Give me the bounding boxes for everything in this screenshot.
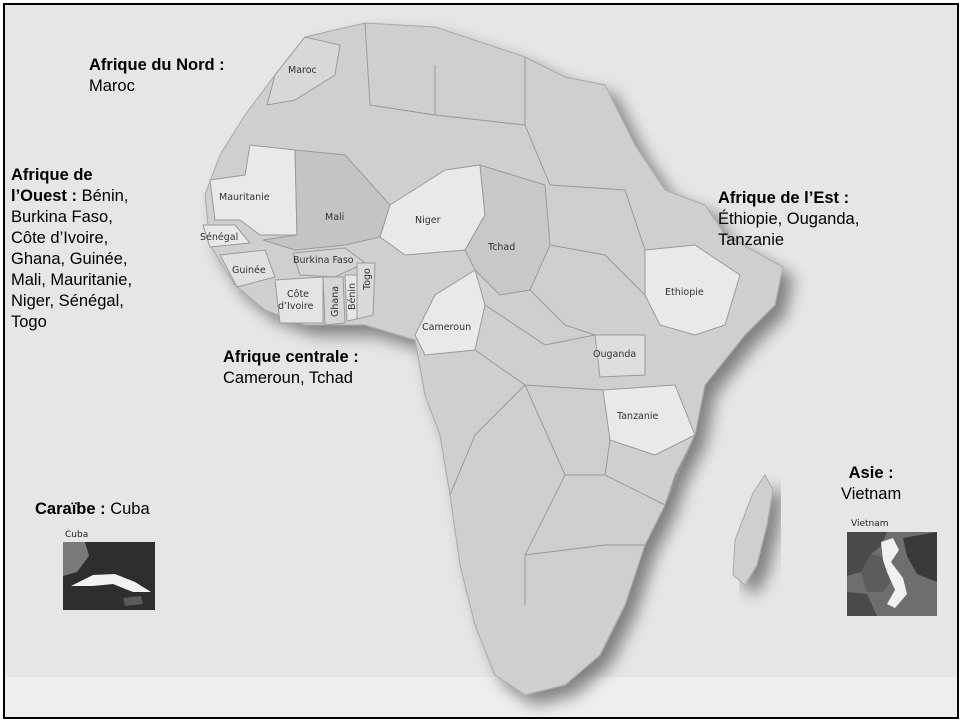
map-label-burkina: Burkina Faso: [293, 255, 354, 266]
region-asie: Asie : Vietnam: [841, 463, 901, 505]
map-label-maroc: Maroc: [288, 65, 317, 76]
map-label-mali: Mali: [325, 212, 344, 223]
map-label-cote-1: Côte: [287, 289, 309, 300]
africa-map: Maroc Mauritanie Mali Niger Sénégal Burk…: [200, 22, 784, 696]
map-frame: Maroc Mauritanie Mali Niger Sénégal Burk…: [3, 3, 959, 719]
region-afrique-ouest-country-4: Ghana, Guinée,: [11, 250, 128, 268]
map-label-senegal: Sénégal: [200, 232, 238, 243]
inset-vietnam-label: Vietnam: [851, 519, 889, 529]
region-afrique-ouest-country-7: Togo: [11, 313, 47, 331]
benin-shape: [356, 262, 376, 320]
cote-ivoire-shape: [274, 276, 324, 324]
region-afrique-ouest: Afrique de l’Ouest : Bénin, Burkina Faso…: [11, 165, 132, 333]
mali-shape: [262, 149, 391, 251]
region-afrique-ouest-country-1: Bénin,: [77, 187, 129, 205]
map-label-niger: Niger: [415, 215, 441, 226]
ghana-shape: [322, 276, 346, 326]
guinee-shape: [219, 249, 276, 288]
country-borders: [364, 22, 696, 605]
ouganda-shape: [594, 334, 646, 378]
region-afrique-est-title: Afrique de l’Est :: [718, 189, 850, 207]
tchad-shape: [464, 164, 551, 296]
map-label-tchad: Tchad: [487, 242, 515, 253]
bottom-band: [5, 677, 957, 717]
region-caraibe-countries: Cuba: [105, 500, 150, 518]
maroc-shape: [266, 36, 341, 106]
region-afrique-est: Afrique de l’Est : Éthiopie, Ouganda, Ta…: [718, 188, 859, 251]
map-label-cote-2: d’Ivoire: [278, 301, 314, 312]
map-label-togo: Togo: [362, 268, 373, 291]
region-caraibe: Caraïbe : Cuba: [35, 499, 150, 520]
region-afrique-centrale-title: Afrique centrale :: [223, 348, 359, 366]
map-label-mauritanie: Mauritanie: [219, 192, 270, 203]
region-afrique-nord: Afrique du Nord : Maroc: [89, 55, 225, 97]
region-afrique-nord-countries: Maroc: [89, 77, 135, 95]
senegal-shape: [202, 224, 251, 248]
map-label-ouganda: Ouganda: [593, 349, 636, 360]
region-afrique-centrale-countries: Cameroun, Tchad: [223, 369, 353, 387]
madagascar: [732, 474, 774, 586]
map-label-tanzanie: Tanzanie: [616, 411, 659, 422]
region-afrique-ouest-country-6: Niger, Sénégal,: [11, 292, 124, 310]
region-afrique-ouest-country-3: Côte d’Ivoire,: [11, 229, 109, 247]
region-asie-countries: Vietnam: [841, 485, 902, 503]
region-afrique-est-countries-1: Éthiopie, Ouganda,: [718, 210, 860, 228]
map-label-cameroun: Cameroun: [422, 322, 471, 333]
region-afrique-nord-title: Afrique du Nord :: [89, 56, 225, 74]
inset-vietnam-map: [847, 532, 937, 616]
region-caraibe-title: Caraïbe :: [35, 500, 106, 518]
region-afrique-ouest-country-5: Mali, Mauritanie,: [11, 271, 133, 289]
region-afrique-centrale: Afrique centrale : Cameroun, Tchad: [223, 347, 359, 389]
map-label-benin: Bénin: [347, 283, 358, 310]
map-label-guinee: Guinée: [232, 265, 266, 276]
region-afrique-ouest-country-2: Burkina Faso,: [11, 208, 113, 226]
region-afrique-est-countries-2: Tanzanie: [718, 231, 785, 249]
inset-cuba-label: Cuba: [65, 530, 89, 540]
region-afrique-ouest-title-2: l’Ouest :: [11, 187, 78, 205]
ethiopie-shape: [644, 244, 741, 336]
map-label-ghana: Ghana: [330, 286, 341, 317]
burkina-shape: [292, 247, 366, 278]
inset-cuba-map: [63, 542, 155, 610]
map-label-ethiopie: Ethiopie: [665, 287, 704, 298]
region-afrique-ouest-title-1: Afrique de: [11, 166, 93, 184]
region-asie-title: Asie :: [848, 464, 894, 482]
tanzanie-shape: [602, 384, 696, 456]
